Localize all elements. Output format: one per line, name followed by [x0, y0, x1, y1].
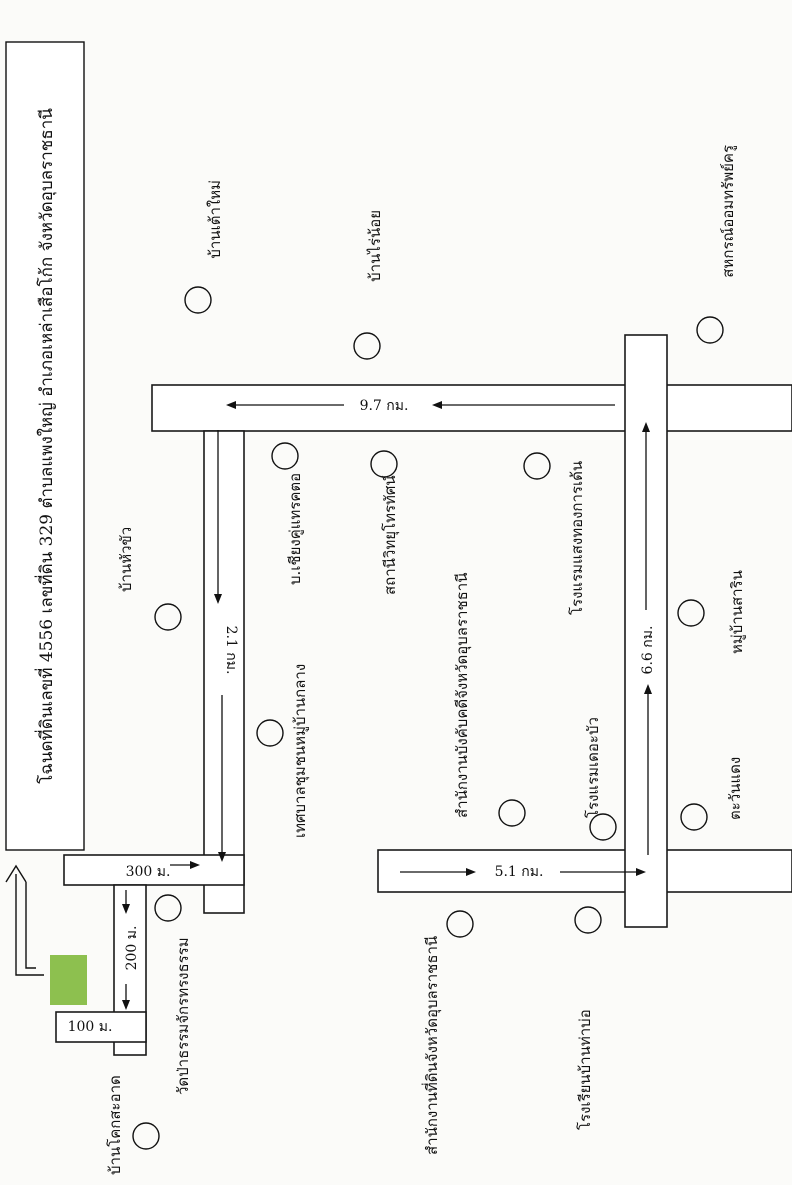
- title-box: โฉนดที่ดินเลขที่ 4556 เลขที่ดิน 329 ตำบล…: [5, 41, 85, 851]
- landmark-marker: [498, 799, 526, 827]
- landmark-label: ตะวันแดง: [726, 757, 744, 820]
- landmark-marker: [680, 803, 708, 831]
- road-100m: [55, 1011, 147, 1043]
- landmark-label: เทศบาลชุมชนหมู่บ้านกลาง: [291, 664, 310, 838]
- land-parcel: [50, 955, 87, 1005]
- route-arrows: [122, 401, 652, 1010]
- distance-300m: 300 ม.: [126, 864, 171, 880]
- landmark-marker: [589, 813, 617, 841]
- landmark-label: บ้านหัวขัว: [117, 527, 135, 592]
- distance-66km: 6.6 กม.: [640, 626, 656, 675]
- landmark-marker: [574, 906, 602, 934]
- landmark-marker: [523, 452, 551, 480]
- landmark-marker: [132, 1122, 160, 1150]
- landmark-labels: บ้านเต้าใหม่ บ้านไร่น้อย สหกรณ์ออมทรัพย์…: [106, 145, 746, 1175]
- landmark-marker: [184, 286, 212, 314]
- landmark-marker: [353, 332, 381, 360]
- landmark-label: โรงเรียนบ้านท่าบ่อ: [576, 1009, 594, 1130]
- landmark-marker: [154, 603, 182, 631]
- distance-21km: 2.1 กม.: [223, 626, 239, 675]
- north-arrow-icon: [5, 864, 44, 976]
- landmark-label: สถานีวิทยุโทรทัศน์: [381, 475, 400, 595]
- map-title: โฉนดที่ดินเลขที่ 4556 เลขที่ดิน 329 ตำบล…: [34, 108, 57, 784]
- landmark-label: วัดป่าธรรมจักรทรงธรรม: [174, 937, 192, 1095]
- distance-51km: 5.1 กม.: [495, 864, 544, 880]
- landmark-marker: [370, 450, 398, 478]
- landmark-marker: [446, 910, 474, 938]
- distance-97km: 9.7 กม.: [360, 398, 409, 414]
- road-21km: [203, 430, 245, 914]
- landmark-label: บ้านเต้าใหม่: [206, 180, 224, 259]
- landmark-label: บ้านไร่น้อย: [366, 210, 384, 282]
- landmark-marker: [271, 442, 299, 470]
- landmark-label: หมู่บ้านสาริน: [728, 570, 746, 654]
- landmark-marker: [696, 316, 724, 344]
- landmark-label: โรงแรมเดอะบัว: [584, 717, 602, 818]
- distance-200m: 200 ม.: [124, 926, 140, 971]
- distance-labels: 9.7 กม. 2.1 กม. 300 ม. 200 ม. 100 ม. 5.1…: [68, 396, 656, 1035]
- road-51km: [377, 849, 792, 893]
- landmark-marker: [256, 719, 284, 747]
- landmark-label: บ.เชียงคู่แทรคตอ: [286, 473, 304, 585]
- landmark-label: โรงแรมแสงทองการเด้น: [568, 461, 586, 615]
- landmark-label: สหกรณ์ออมทรัพย์ครู: [719, 145, 737, 278]
- distance-100m: 100 ม.: [68, 1019, 113, 1035]
- road-connector-300m: [63, 854, 245, 886]
- road-97km: [151, 384, 792, 432]
- landmark-label: สำนักงานที่ดินจังหวัดอุบลราชธานี: [421, 936, 442, 1155]
- landmark-markers: [132, 286, 724, 1150]
- road-network: [55, 334, 792, 1056]
- landmark-marker: [154, 894, 182, 922]
- landmark-label: สำนักงานบังคับคดีจังหวัดอุบลราชธานี: [453, 573, 472, 818]
- landmark-marker: [677, 599, 705, 627]
- landmark-label: บ้านโคกสะอาด: [106, 1075, 124, 1175]
